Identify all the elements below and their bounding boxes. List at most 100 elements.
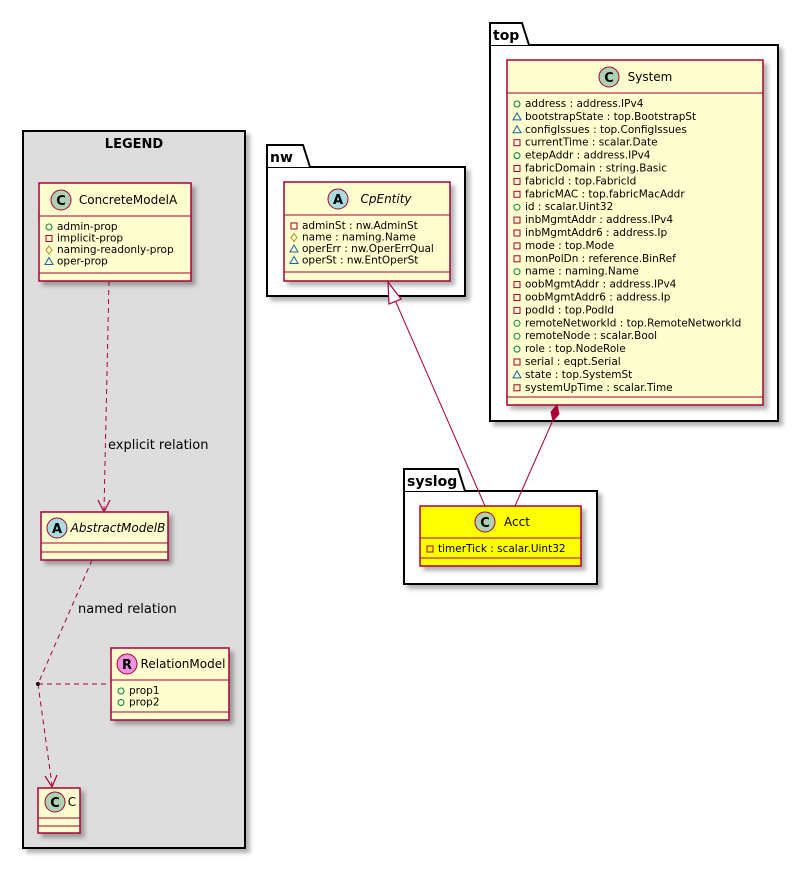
public-visibility-icon <box>513 100 521 108</box>
package-visibility-icon <box>512 111 522 121</box>
class-name: System <box>628 70 673 84</box>
attribute: mode : top.Mode <box>525 240 614 252</box>
class-name: C <box>68 795 76 809</box>
private-visibility-icon <box>513 255 521 263</box>
attribute: name : naming.Name <box>525 266 639 278</box>
attribute: currentTime : scalar.Date <box>525 137 658 149</box>
package-visibility-icon <box>512 369 522 379</box>
attribute: systemUpTime : scalar.Time <box>525 382 673 394</box>
badge-letter: C <box>56 194 66 209</box>
attribute: prop2 <box>129 697 160 709</box>
badge-letter: C <box>604 71 614 86</box>
private-visibility-icon <box>513 294 521 301</box>
private-visibility-icon <box>513 177 521 185</box>
attribute: prop1 <box>129 685 160 697</box>
public-visibility-icon <box>513 203 521 211</box>
private-visibility-icon <box>513 190 521 198</box>
private-visibility-icon <box>426 545 434 553</box>
legend-panel: LEGEND C ConcreteModelA admin-propimplic… <box>22 130 246 849</box>
class-concrete-model-a[interactable]: C ConcreteModelA admin-propimplicit-prop… <box>38 182 192 282</box>
class-badge-icon <box>598 66 620 88</box>
attribute: state : top.SystemSt <box>525 369 632 381</box>
legend-title: LEGEND <box>105 137 164 152</box>
badge-letter: C <box>50 796 60 811</box>
public-visibility-icon <box>513 268 521 276</box>
package-syslog[interactable]: syslog C Acct timerTick : scalar.Uint32 <box>403 468 598 585</box>
attribute: admin-prop <box>57 221 118 233</box>
attribute: name : naming.Name <box>302 232 416 244</box>
attribute: oobMgmtAddr : address.IPv4 <box>525 279 677 291</box>
class-abstract-model-b[interactable]: A AbstractModelB <box>40 511 169 561</box>
badge-letter: A <box>333 193 343 208</box>
attribute: naming-readonly-prop <box>57 244 174 256</box>
badge-letter: R <box>122 658 132 673</box>
private-visibility-icon <box>513 281 521 289</box>
class-c[interactable]: C C <box>37 787 81 834</box>
attribute: role : top.NodeRole <box>525 343 626 355</box>
class-system[interactable]: C System address : address.IPv4bootstrap… <box>506 59 764 406</box>
public-visibility-icon <box>513 332 521 340</box>
attribute: remoteNode : scalar.Bool <box>525 330 657 342</box>
attribute: oobMgmtAddr6 : address.Ip <box>525 292 671 304</box>
abstract-badge-icon <box>327 188 349 210</box>
class-acct[interactable]: C Acct timerTick : scalar.Uint32 <box>419 505 582 567</box>
badge-letter: C <box>480 516 490 531</box>
attribute: operErr : nw.OperErrQual <box>302 243 434 255</box>
attribute-list: admin-propimplicit-propnaming-readonly-p… <box>44 221 174 268</box>
private-visibility-icon <box>513 216 521 224</box>
public-visibility-icon <box>45 223 53 231</box>
class-name: AbstractModelB <box>70 521 166 535</box>
protected-visibility-icon <box>45 245 53 255</box>
attribute-list: timerTick : scalar.Uint32 <box>426 543 566 555</box>
inheritance-edge <box>387 280 486 507</box>
attribute: address : address.IPv4 <box>525 98 644 110</box>
named-relation-edge: named relation <box>36 559 177 789</box>
public-visibility-icon <box>117 699 125 706</box>
private-visibility-icon <box>290 222 298 230</box>
attribute: monPolDn : reference.BinRef <box>525 253 676 265</box>
attribute: fabricMAC : top.fabricMacAddr <box>525 188 685 200</box>
package-top[interactable]: top C System address : address.IPv4boots… <box>489 22 779 422</box>
package-visibility-icon <box>289 255 299 264</box>
class-badge-icon <box>50 189 72 211</box>
attribute: etepAddr : address.IPv4 <box>525 150 651 162</box>
attribute: fabricId : top.FabricId <box>525 175 636 187</box>
private-visibility-icon <box>513 165 521 172</box>
class-badge-icon <box>44 791 66 813</box>
named-relation-label: named relation <box>78 602 177 617</box>
package-name: top <box>493 28 519 44</box>
attribute: fabricDomain : string.Basic <box>525 163 667 175</box>
public-visibility-icon <box>513 319 521 327</box>
public-visibility-icon <box>513 152 521 160</box>
class-name: CpEntity <box>360 192 412 206</box>
relation-badge-icon <box>116 653 138 675</box>
attribute: remoteNetworkId : top.RemoteNetworkId <box>525 317 741 329</box>
private-visibility-icon <box>513 229 521 237</box>
attribute: inbMgmtAddr6 : address.Ip <box>525 227 668 239</box>
attribute: timerTick : scalar.Uint32 <box>438 543 566 555</box>
class-name: Acct <box>504 515 530 529</box>
private-visibility-icon <box>513 358 521 366</box>
package-visibility-icon <box>44 256 54 265</box>
private-visibility-icon <box>513 139 521 147</box>
attribute: bootstrapState : top.BootstrapSt <box>525 111 696 123</box>
package-visibility-icon <box>512 124 522 134</box>
attribute: oper-prop <box>57 256 108 268</box>
public-visibility-icon <box>117 687 125 695</box>
attribute: inbMgmtAddr : address.IPv4 <box>525 214 673 226</box>
private-visibility-icon <box>45 235 53 242</box>
public-visibility-icon <box>513 345 521 353</box>
attribute: serial : eqpt.Serial <box>525 356 621 368</box>
badge-letter: A <box>52 522 62 537</box>
protected-visibility-icon <box>290 232 298 243</box>
package-name: syslog <box>407 474 457 490</box>
abstract-badge-icon <box>46 517 68 539</box>
attribute: podId : top.PodId <box>525 304 614 316</box>
